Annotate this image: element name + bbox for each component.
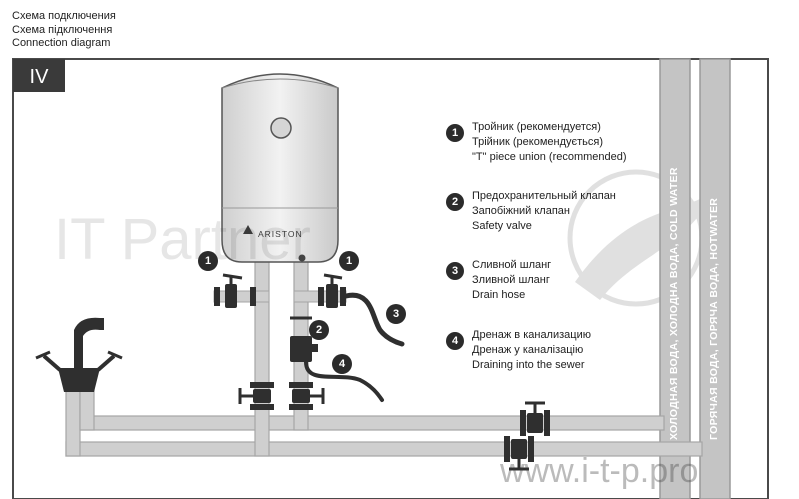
legend-number: 3: [446, 262, 464, 280]
mixer-faucet-icon: [35, 317, 123, 392]
cold-main-valve-icon: [520, 401, 550, 436]
sewer-drain-hose: [304, 360, 384, 402]
header-title-en: Connection diagram: [12, 37, 111, 49]
diagram-header: Схема подключения Схема підключення Conn…: [12, 10, 116, 51]
legend-line-en: Draining into the sewer: [472, 359, 585, 371]
header-title-ru: Схема подключения: [12, 10, 116, 22]
drain-hose: [343, 292, 405, 347]
hot-water-pipe-label: ГОРЯЧАЯ ВОДА, ГОРЯЧА ВОДА, HOTWATER: [708, 197, 720, 440]
legend-line-en: Safety valve: [472, 220, 532, 232]
watermark-text: IT Partner: [54, 207, 311, 272]
indicator-light-icon: [298, 254, 306, 262]
callout-1-right: 1: [339, 251, 359, 271]
callout-4: 4: [332, 354, 352, 374]
section-label-box: [13, 59, 65, 92]
water-heater-tank: [221, 73, 339, 263]
header-title-ua: Схема підключення: [12, 23, 113, 36]
shutoff-valve-left-icon: [238, 382, 274, 410]
ariston-logo-icon: [243, 225, 253, 234]
tee-union-left-icon: [213, 273, 270, 308]
faucet-hot-riser: [65, 383, 81, 457]
heater-brand-label: ARISTON: [258, 229, 303, 239]
legend-line-en: "T" piece union (recommended): [472, 151, 627, 163]
legend-line-ua: Зливной шланг: [472, 274, 550, 286]
legend-line-en: Drain hose: [472, 289, 526, 301]
section-label: IV: [30, 66, 50, 88]
legend-number: 4: [446, 332, 464, 350]
cold-water-pipe-label: ХОЛОДНАЯ ВОДА, ХОЛОДНА ВОДА, COLD WATER: [668, 167, 680, 440]
legend-line-ru: Тройник (рекомендуется): [472, 121, 601, 133]
callout-1-left: 1: [198, 251, 218, 271]
shutoff-valve-right-icon: [289, 382, 325, 410]
callout-2: 2: [309, 320, 329, 340]
legend-number: 1: [446, 124, 464, 142]
cold-supply-pipe: [79, 415, 665, 431]
heater-hot-outlet-pipe: [254, 259, 270, 457]
thermostat-knob-icon: [270, 117, 292, 139]
legend-number: 2: [446, 193, 464, 211]
legend-line-ua: Дренаж у каналізацію: [472, 344, 584, 356]
cold-water-riser: [659, 58, 691, 499]
legend-line-ua: Трійник (рекомендується): [472, 136, 604, 148]
legend-line-ru: Предохранительный клапан: [472, 190, 616, 202]
diagram-frame: [12, 58, 769, 499]
hot-water-riser: [699, 58, 731, 499]
hot-main-valve-icon: [504, 436, 534, 471]
watermark-url: www.i-t-p.pro: [500, 452, 699, 490]
safety-valve-icon: [290, 316, 318, 362]
legend-line-ua: Запобіжний клапан: [472, 205, 570, 217]
callout-3: 3: [386, 304, 406, 324]
legend-line-ru: Сливной шланг: [472, 259, 552, 271]
legend-line-ru: Дренаж в канализацию: [472, 329, 591, 341]
